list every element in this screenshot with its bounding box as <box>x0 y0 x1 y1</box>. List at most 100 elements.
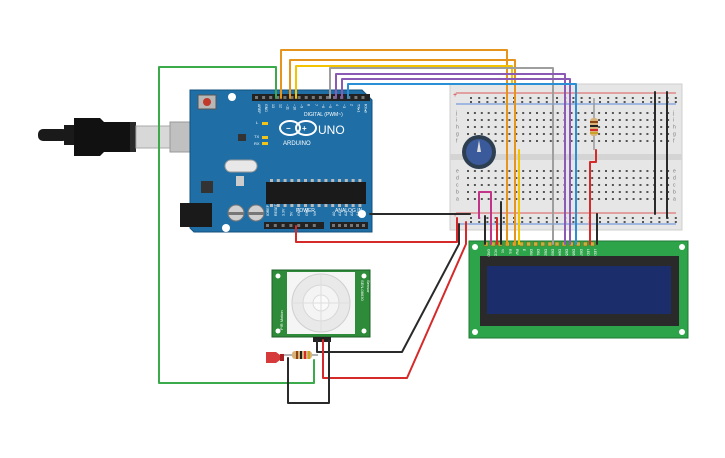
bottom-pin-hole[interactable] <box>332 224 335 227</box>
breadboard-hole[interactable] <box>529 191 532 193</box>
breadboard-hole[interactable] <box>515 126 518 128</box>
breadboard-hole[interactable] <box>522 140 525 142</box>
rail-hole[interactable] <box>478 101 481 103</box>
breadboard-hole[interactable] <box>639 119 642 121</box>
breadboard-hole[interactable] <box>529 140 532 142</box>
breadboard-hole[interactable] <box>625 112 628 114</box>
breadboard-hole[interactable] <box>660 184 663 186</box>
breadboard-hole[interactable] <box>542 119 545 121</box>
breadboard-hole[interactable] <box>515 191 518 193</box>
breadboard-hole[interactable] <box>577 112 580 114</box>
breadboard-hole[interactable] <box>639 133 642 135</box>
rail-hole[interactable] <box>545 221 548 223</box>
breadboard-hole[interactable] <box>467 170 469 172</box>
breadboard-hole[interactable] <box>522 133 525 135</box>
breadboard-hole[interactable] <box>577 198 580 200</box>
breadboard-hole[interactable] <box>639 126 642 128</box>
breadboard-hole[interactable] <box>625 177 628 179</box>
rail-hole[interactable] <box>658 217 661 219</box>
breadboard-hole[interactable] <box>618 126 621 128</box>
breadboard-hole[interactable] <box>605 170 607 172</box>
breadboard-hole[interactable] <box>542 184 545 186</box>
breadboard-hole[interactable] <box>591 170 594 172</box>
rail-hole[interactable] <box>599 217 601 219</box>
breadboard-hole[interactable] <box>625 126 628 128</box>
rail-hole[interactable] <box>572 221 575 223</box>
breadboard-hole[interactable] <box>646 170 649 172</box>
breadboard-hole[interactable] <box>570 184 573 186</box>
breadboard-hole[interactable] <box>508 119 511 121</box>
breadboard-hole[interactable] <box>598 126 601 128</box>
breadboard-hole[interactable] <box>508 170 511 172</box>
breadboard-hole[interactable] <box>570 177 573 179</box>
rail-hole[interactable] <box>502 217 505 219</box>
breadboard-hole[interactable] <box>618 170 621 172</box>
breadboard-hole[interactable] <box>508 198 511 200</box>
breadboard-hole[interactable] <box>522 170 525 172</box>
rail-hole[interactable] <box>545 101 548 103</box>
lcd-pin[interactable] <box>526 241 531 247</box>
breadboard-hole[interactable] <box>611 191 614 193</box>
breadboard-hole[interactable] <box>598 191 601 193</box>
rail-hole[interactable] <box>529 217 532 219</box>
breadboard-hole[interactable] <box>632 119 635 121</box>
breadboard-hole[interactable] <box>611 133 614 135</box>
breadboard-hole[interactable] <box>611 112 614 114</box>
digital-pin-hole[interactable] <box>297 96 301 99</box>
rail-hole[interactable] <box>537 217 540 219</box>
breadboard-hole[interactable] <box>625 170 628 172</box>
lcd-pin[interactable] <box>533 241 538 247</box>
rail-hole[interactable] <box>615 97 618 99</box>
breadboard-hole[interactable] <box>536 133 538 135</box>
breadboard-hole[interactable] <box>494 119 497 121</box>
breadboard-hole[interactable] <box>646 191 649 193</box>
breadboard-hole[interactable] <box>487 177 490 179</box>
breadboard-hole[interactable] <box>556 170 559 172</box>
rail-hole[interactable] <box>529 97 532 99</box>
breadboard-hole[interactable] <box>667 133 670 135</box>
breadboard-hole[interactable] <box>667 140 670 142</box>
breadboard-hole[interactable] <box>556 112 559 114</box>
rail-hole[interactable] <box>642 97 644 99</box>
lcd-pin[interactable] <box>554 241 560 247</box>
breadboard-hole[interactable] <box>598 133 601 135</box>
breadboard-hole[interactable] <box>522 112 525 114</box>
breadboard-hole[interactable] <box>549 184 552 186</box>
lcd-pin[interactable] <box>590 241 595 247</box>
breadboard-hole[interactable] <box>618 198 621 200</box>
rail-hole[interactable] <box>599 101 601 103</box>
breadboard-hole[interactable] <box>646 112 649 114</box>
rail-hole[interactable] <box>572 101 575 103</box>
breadboard-hole[interactable] <box>591 112 594 114</box>
breadboard-hole[interactable] <box>515 198 518 200</box>
bottom-pin-hole[interactable] <box>344 224 347 227</box>
breadboard-hole[interactable] <box>494 198 497 200</box>
breadboard-hole[interactable] <box>467 191 469 193</box>
breadboard-hole[interactable] <box>591 184 594 186</box>
breadboard-hole[interactable] <box>660 170 663 172</box>
breadboard-hole[interactable] <box>487 198 490 200</box>
breadboard-hole[interactable] <box>577 170 580 172</box>
breadboard-hole[interactable] <box>584 198 587 200</box>
breadboard-hole[interactable] <box>570 133 573 135</box>
rail-hole[interactable] <box>599 97 601 99</box>
bottom-pin-hole[interactable] <box>305 224 308 227</box>
rail-hole[interactable] <box>572 97 575 99</box>
potentiometer-icon[interactable] <box>462 135 496 169</box>
digital-pin-hole[interactable] <box>269 96 273 99</box>
breadboard-hole[interactable] <box>570 140 573 142</box>
breadboard-hole[interactable] <box>549 198 552 200</box>
rail-hole[interactable] <box>623 97 626 99</box>
rail-hole[interactable] <box>607 217 610 219</box>
rail-hole[interactable] <box>486 97 489 99</box>
digital-pin-hole[interactable] <box>318 96 322 99</box>
rail-hole[interactable] <box>588 97 591 99</box>
breadboard-hole[interactable] <box>480 177 483 179</box>
breadboard-hole[interactable] <box>501 119 504 121</box>
rail-hole[interactable] <box>529 221 532 223</box>
breadboard-hole[interactable] <box>467 133 469 135</box>
rail-hole[interactable] <box>537 97 540 99</box>
rail-hole[interactable] <box>556 101 558 103</box>
breadboard-hole[interactable] <box>625 119 628 121</box>
breadboard-hole[interactable] <box>494 133 497 135</box>
